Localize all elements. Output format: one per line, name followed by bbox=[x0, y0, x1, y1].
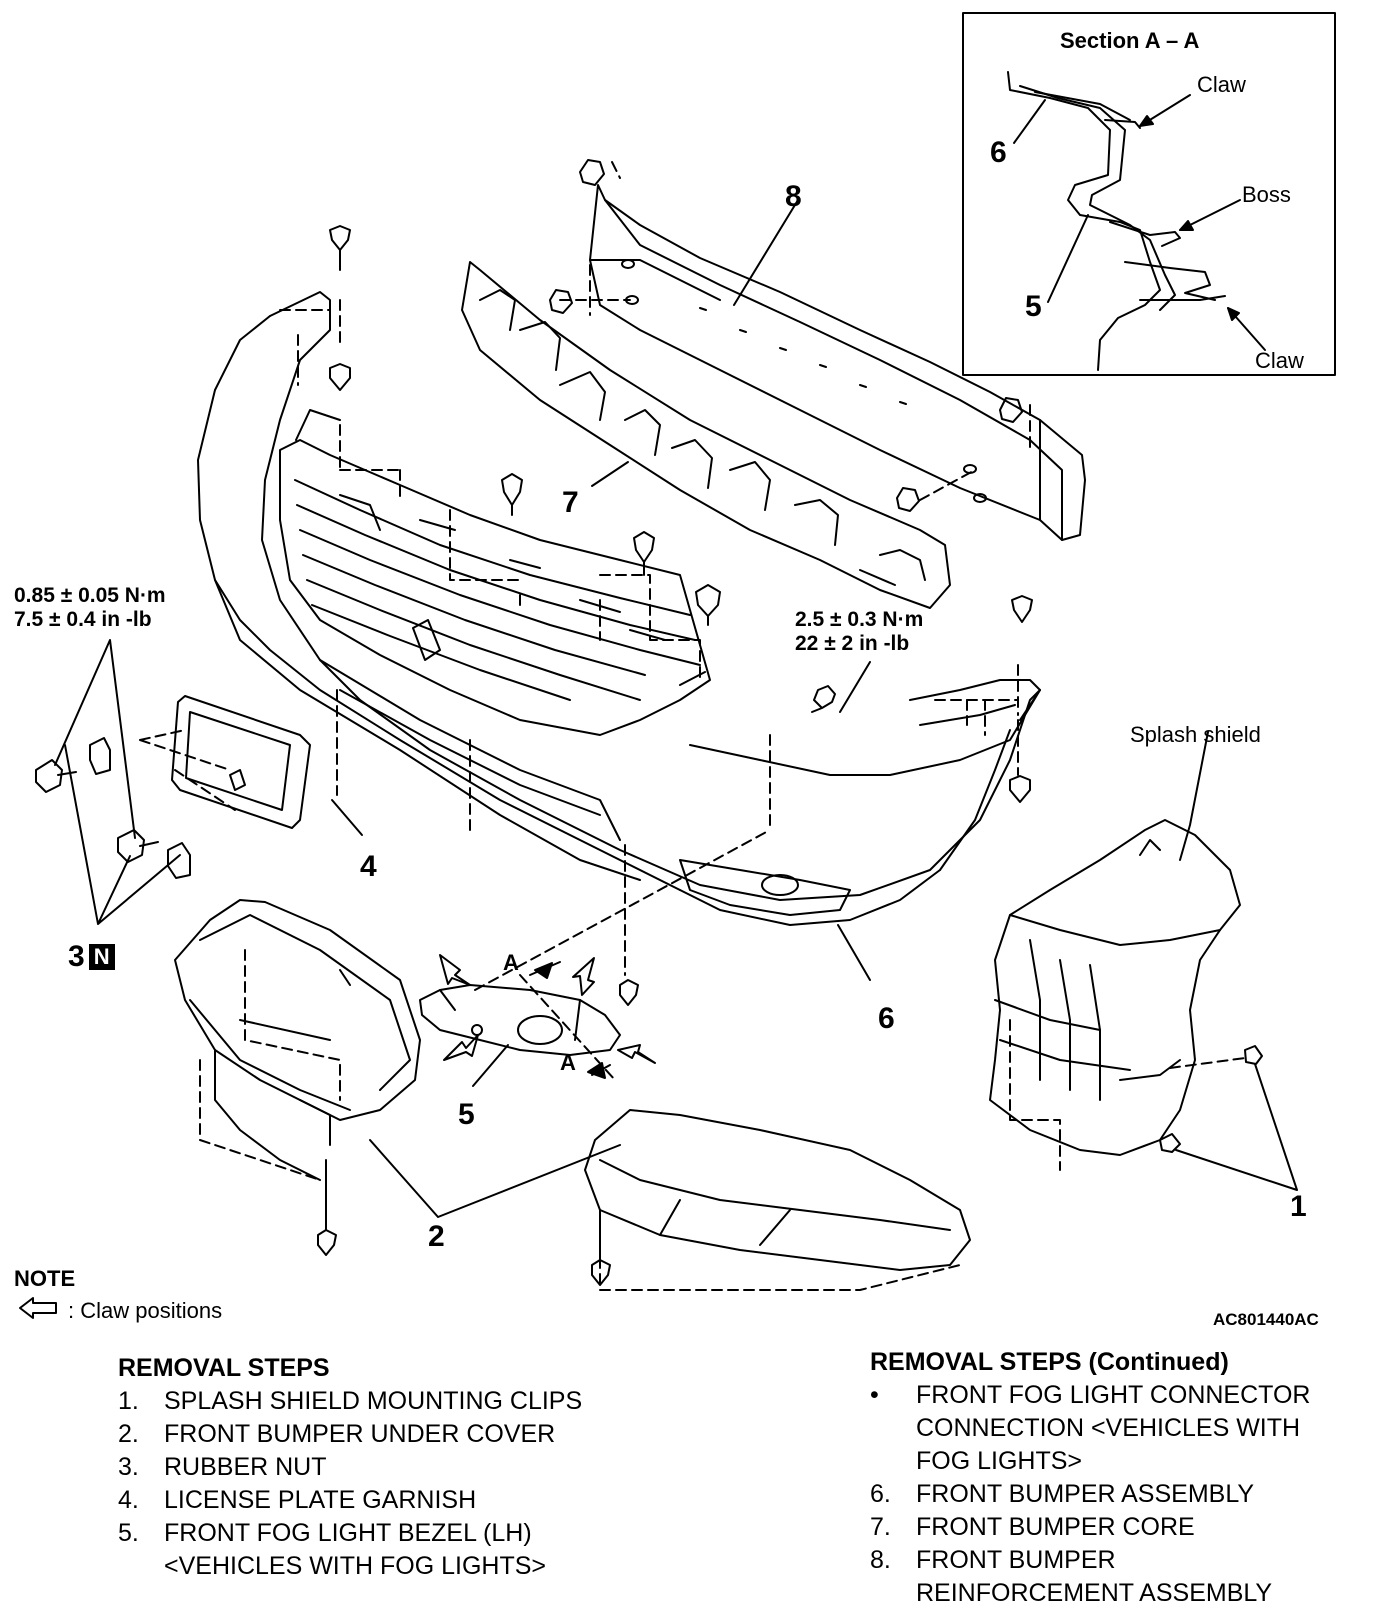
section-label-part-6: 6 bbox=[990, 136, 1007, 169]
n-mark-badge: N bbox=[88, 944, 115, 970]
note-text: : Claw positions bbox=[68, 1298, 223, 1323]
list-item: 4.LICENSE PLATE GARNISH bbox=[118, 1486, 477, 1514]
list-item: •FRONT FOG LIGHT CONNECTOR bbox=[870, 1381, 1311, 1409]
callout-part-1: 1 bbox=[1290, 1190, 1307, 1223]
list-item: 1.SPLASH SHIELD MOUNTING CLIPS bbox=[118, 1387, 583, 1415]
torque-line-1: 0.85 ± 0.05 N·m bbox=[14, 584, 166, 607]
note-arrow-drawing bbox=[19, 1297, 57, 1319]
bumper-fascia-drawing bbox=[197, 225, 1041, 1006]
torque-line-2: 7.5 ± 0.4 in -lb bbox=[14, 608, 152, 631]
section-title: Section A – A bbox=[1060, 28, 1200, 53]
callout-part-2: 2 bbox=[428, 1220, 445, 1253]
removal-steps-title: REMOVAL STEPS bbox=[118, 1354, 330, 1382]
list-item: 2.FRONT BUMPER UNDER COVER bbox=[118, 1420, 556, 1448]
torque-line-2: 22 ± 2 in -lb bbox=[795, 632, 910, 655]
list-item: 5.FRONT FOG LIGHT BEZEL (LH) bbox=[118, 1519, 532, 1547]
note-title: NOTE bbox=[14, 1266, 76, 1291]
list-item-continuation: <VEHICLES WITH FOG LIGHTS> bbox=[164, 1552, 547, 1580]
callout-part-7: 7 bbox=[562, 486, 579, 519]
removal-steps: REMOVAL STEPS 1.SPLASH SHIELD MOUNTING C… bbox=[118, 1352, 582, 1583]
license-plate-garnish-drawing bbox=[35, 639, 363, 925]
figure-code: AC801440AC bbox=[1213, 1310, 1319, 1329]
section-a-a-inset bbox=[962, 12, 1336, 376]
callout-part-5: 5 bbox=[458, 1098, 475, 1131]
section-label-boss: Boss bbox=[1242, 182, 1291, 207]
list-item-continuation: FOG LIGHTS> bbox=[916, 1447, 1083, 1475]
list-item: 3.RUBBER NUT bbox=[118, 1453, 327, 1481]
under-cover-drawing bbox=[174, 899, 971, 1291]
callout-part-6: 6 bbox=[878, 1002, 895, 1035]
splash-shield-drawing bbox=[989, 731, 1298, 1191]
list-item-continuation: REINFORCEMENT ASSEMBLY bbox=[916, 1579, 1273, 1607]
list-item: 6.FRONT BUMPER ASSEMBLY bbox=[870, 1480, 1255, 1508]
splash-shield-label: Splash shield bbox=[1130, 722, 1261, 747]
callout-part-4: 4 bbox=[360, 850, 377, 883]
removal-steps-continued: REMOVAL STEPS (Continued) •FRONT FOG LIG… bbox=[870, 1346, 1310, 1610]
fog-light-bezel-drawing bbox=[419, 829, 771, 1087]
exploded-view-diagram bbox=[19, 12, 1336, 1319]
callout-part-8: 8 bbox=[785, 180, 802, 213]
bumper-core-drawing bbox=[461, 261, 951, 609]
torque-line-1: 2.5 ± 0.3 N·m bbox=[795, 608, 924, 631]
section-label-part-5: 5 bbox=[1025, 290, 1042, 323]
section-marker-a-bottom: A bbox=[560, 1050, 576, 1075]
section-label-claw-upper: Claw bbox=[1197, 72, 1246, 97]
torque-spec-bumper: 2.5 ± 0.3 N·m 22 ± 2 in -lb bbox=[795, 608, 923, 656]
callout-part-3-number: 3 bbox=[68, 940, 85, 973]
list-item: 8.FRONT BUMPER bbox=[870, 1546, 1116, 1574]
list-item: 7.FRONT BUMPER CORE bbox=[870, 1513, 1195, 1541]
list-item-continuation: CONNECTION <VEHICLES WITH bbox=[916, 1414, 1301, 1442]
reinforcement-beam-drawing bbox=[549, 159, 1086, 541]
diagram-drawing bbox=[19, 12, 1336, 1319]
section-label-claw-lower: Claw bbox=[1255, 348, 1304, 373]
section-marker-a-top: A bbox=[503, 950, 519, 975]
removal-steps-continued-title: REMOVAL STEPS (Continued) bbox=[870, 1348, 1229, 1376]
torque-spec-license-plate: 0.85 ± 0.05 N·m 7.5 ± 0.4 in -lb bbox=[14, 584, 166, 632]
